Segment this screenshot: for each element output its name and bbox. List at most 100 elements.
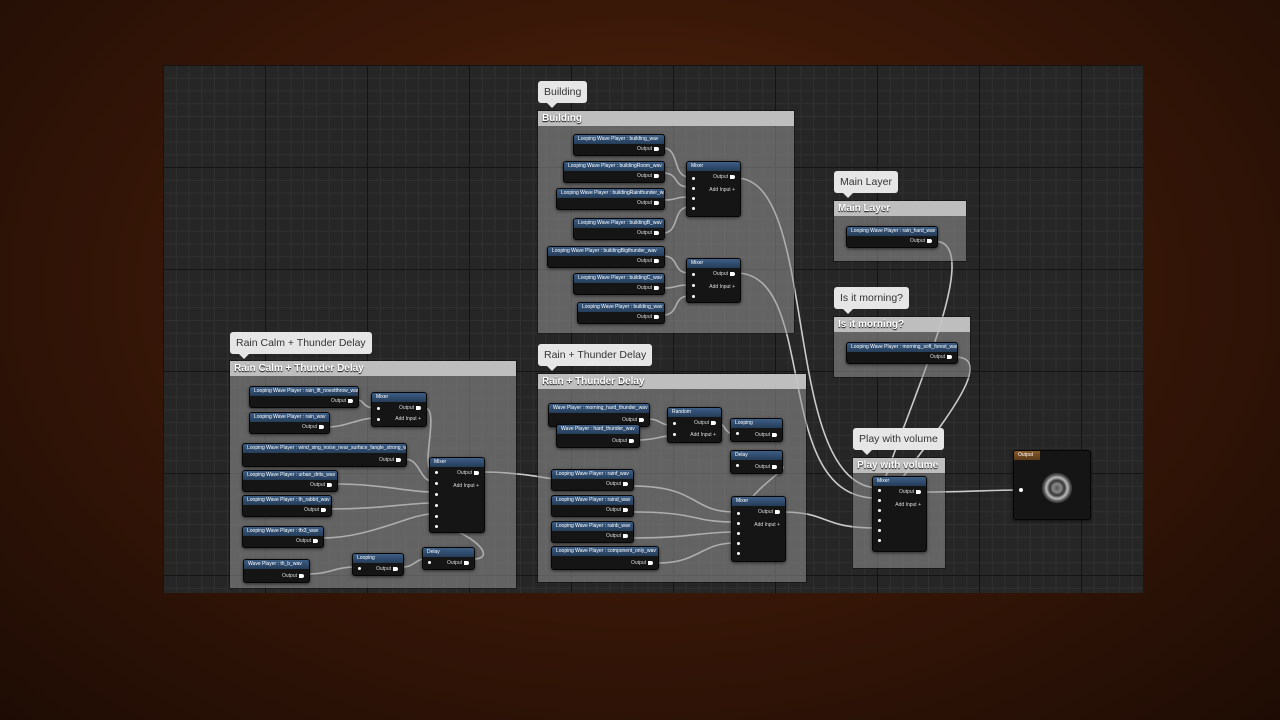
comment-bubble-main-layer[interactable]: Main Layer	[834, 171, 898, 198]
output-pin-icon[interactable]	[654, 314, 659, 319]
output-pin-icon[interactable]	[416, 405, 421, 410]
output-pin-icon[interactable]	[319, 424, 324, 429]
input-pin-icon[interactable]	[1019, 488, 1023, 492]
wave-player-node[interactable]: Looping Wave Player : building_wav Outpu…	[577, 302, 665, 324]
wave-player-node[interactable]: Wave Player : morning_hard_thunder_wav O…	[548, 403, 650, 427]
output-pin-icon[interactable]	[474, 470, 479, 475]
input-pin-icon[interactable]	[435, 504, 438, 507]
output-pin-icon[interactable]	[772, 464, 777, 469]
wave-player-node[interactable]: Looping Wave Player : buildingBigthunder…	[547, 246, 665, 268]
mixer-node[interactable]: Mixer Output Add Input +	[731, 496, 786, 562]
wave-player-node[interactable]: Looping Wave Player : rain_hard_wav Outp…	[846, 226, 938, 248]
input-pin-icon[interactable]	[377, 407, 380, 410]
wave-player-node[interactable]: Looping Wave Player : tfx3_wav Output	[242, 526, 324, 548]
output-pin-icon[interactable]	[775, 509, 780, 514]
wave-player-node[interactable]: Wave Player : hard_thunder_wav Output	[556, 424, 640, 448]
input-pin-icon[interactable]	[692, 284, 695, 287]
mixer-node[interactable]: Mixer Output Add Input +	[686, 161, 741, 217]
output-pin-icon[interactable]	[393, 566, 398, 571]
output-pin-icon[interactable]	[654, 258, 659, 263]
input-pin-icon[interactable]	[737, 522, 740, 525]
input-pin-icon[interactable]	[737, 512, 740, 515]
comment-bubble-rain-calm[interactable]: Rain Calm + Thunder Delay	[230, 332, 372, 359]
mixer-node[interactable]: Mixer Output Add Input +	[429, 457, 485, 533]
looping-node[interactable]: Looping Output	[730, 418, 783, 442]
output-pin-icon[interactable]	[654, 285, 659, 290]
wave-player-node[interactable]: Looping Wave Player : component_only_wav…	[551, 546, 659, 570]
input-pin-icon[interactable]	[737, 532, 740, 535]
input-pin-icon[interactable]	[673, 433, 676, 436]
output-pin-icon[interactable]	[313, 538, 318, 543]
comment-bubble-play-volume[interactable]: Play with volume	[853, 428, 944, 455]
wave-player-node[interactable]: Looping Wave Player : urban_drits_wav Ou…	[242, 470, 338, 492]
output-pin-icon[interactable]	[321, 507, 326, 512]
wave-player-node[interactable]: Looping Wave Player : raind_wav Output	[551, 495, 634, 517]
output-node[interactable]: Output	[1013, 450, 1091, 520]
input-pin-icon[interactable]	[878, 529, 881, 532]
mixer-node[interactable]: Mixer Output Add Input +	[872, 476, 927, 552]
input-pin-icon[interactable]	[878, 499, 881, 502]
output-pin-icon[interactable]	[623, 481, 628, 486]
output-pin-icon[interactable]	[654, 173, 659, 178]
output-pin-icon[interactable]	[730, 174, 735, 179]
output-pin-icon[interactable]	[648, 560, 653, 565]
input-pin-icon[interactable]	[878, 509, 881, 512]
comment-bubble-morning[interactable]: Is it morning?	[834, 287, 910, 314]
input-pin-icon[interactable]	[435, 482, 438, 485]
output-pin-icon[interactable]	[772, 432, 777, 437]
wave-player-node[interactable]: Looping Wave Player : buildingC_wav Outp…	[573, 273, 665, 295]
input-pin-icon[interactable]	[435, 515, 438, 518]
wave-player-node[interactable]: Looping Wave Player : buildingRainthunde…	[556, 188, 665, 210]
input-pin-icon[interactable]	[673, 422, 676, 425]
wave-player-node[interactable]: Looping Wave Player : buildingRoom_wav O…	[563, 161, 665, 183]
input-pin-icon[interactable]	[737, 552, 740, 555]
output-pin-icon[interactable]	[639, 417, 644, 422]
wave-player-node[interactable]: Wave Player : th_b_wav Output	[243, 559, 310, 583]
output-pin-icon[interactable]	[396, 457, 401, 462]
input-pin-icon[interactable]	[435, 525, 438, 528]
input-pin-icon[interactable]	[692, 273, 695, 276]
delay-node[interactable]: Delay Output	[422, 547, 475, 570]
input-pin-icon[interactable]	[377, 418, 380, 421]
output-pin-icon[interactable]	[654, 230, 659, 235]
input-pin-icon[interactable]	[692, 187, 695, 190]
input-pin-icon[interactable]	[435, 471, 438, 474]
output-pin-icon[interactable]	[623, 507, 628, 512]
mixer-node[interactable]: Mixer Output Add Input +	[686, 258, 741, 303]
mixer-node[interactable]: Mixer Output Add Input +	[371, 392, 427, 427]
input-pin-icon[interactable]	[878, 519, 881, 522]
wave-player-node[interactable]: Looping Wave Player : rain_lft_noextthro…	[249, 386, 359, 408]
output-pin-icon[interactable]	[348, 398, 353, 403]
output-pin-icon[interactable]	[947, 354, 952, 359]
wave-player-node[interactable]: Looping Wave Player : buildingB_wav Outp…	[573, 218, 665, 240]
input-pin-icon[interactable]	[692, 295, 695, 298]
wave-player-node[interactable]: Looping Wave Player : building_wav Outpu…	[573, 134, 665, 156]
wave-player-node[interactable]: Looping Wave Player : morning_soft_fores…	[846, 342, 958, 364]
delay-node[interactable]: Delay Output	[730, 450, 783, 474]
output-pin-icon[interactable]	[730, 271, 735, 276]
input-pin-icon[interactable]	[736, 464, 739, 467]
wave-player-node[interactable]: Looping Wave Player : th_rabbit_wav Outp…	[242, 495, 332, 517]
input-pin-icon[interactable]	[435, 493, 438, 496]
output-pin-icon[interactable]	[327, 482, 332, 487]
wave-player-node[interactable]: Looping Wave Player : wind_sing_noise_ne…	[242, 443, 407, 467]
output-pin-icon[interactable]	[654, 146, 659, 151]
output-pin-icon[interactable]	[711, 420, 716, 425]
input-pin-icon[interactable]	[358, 567, 361, 570]
output-pin-icon[interactable]	[916, 489, 921, 494]
input-pin-icon[interactable]	[692, 177, 695, 180]
wave-player-node[interactable]: Looping Wave Player : rainf_wav Output	[551, 469, 634, 491]
output-pin-icon[interactable]	[299, 573, 304, 578]
input-pin-icon[interactable]	[878, 539, 881, 542]
output-pin-icon[interactable]	[623, 533, 628, 538]
input-pin-icon[interactable]	[428, 561, 431, 564]
looping-node[interactable]: Looping Output	[352, 553, 404, 576]
input-pin-icon[interactable]	[692, 207, 695, 210]
output-pin-icon[interactable]	[927, 238, 932, 243]
output-pin-icon[interactable]	[654, 200, 659, 205]
output-pin-icon[interactable]	[629, 438, 634, 443]
comment-bubble-building[interactable]: Building	[538, 81, 588, 108]
input-pin-icon[interactable]	[737, 542, 740, 545]
output-pin-icon[interactable]	[464, 560, 469, 565]
random-node[interactable]: Random Output Add Input +	[667, 407, 722, 443]
